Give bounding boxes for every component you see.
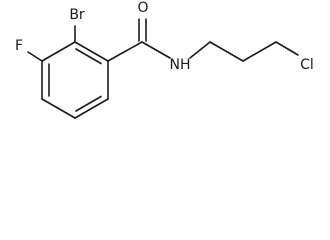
ring-bond-c1-c2 [74,41,109,62]
bond-ch2-ch2-b [242,41,277,62]
ring-double-bond-inner-3 [75,95,102,112]
amide-nh-label: NH [170,57,191,73]
bond-c1-carbonyl [107,41,143,62]
benzene-ring [41,41,109,119]
molecule-structure: Br F O NH Cl [15,0,314,119]
ring-bond-c2-c3 [41,41,76,62]
bromine-label: Br [69,7,85,23]
oxygen-label: O [137,0,148,16]
bond-ch2-ch2 [209,41,244,62]
bond-ch2-cl [275,41,299,56]
bond-carbonyl-n [141,41,171,59]
ring-bond-c4-c5 [41,98,76,119]
bond-c3-f [27,51,43,62]
chlorine-label: Cl [300,57,314,73]
bond-n-ch2 [189,41,211,59]
ring-double-bond-inner-1 [75,48,102,65]
fluorine-label: F [15,38,23,54]
ring-bond-c5-c6 [74,98,109,119]
